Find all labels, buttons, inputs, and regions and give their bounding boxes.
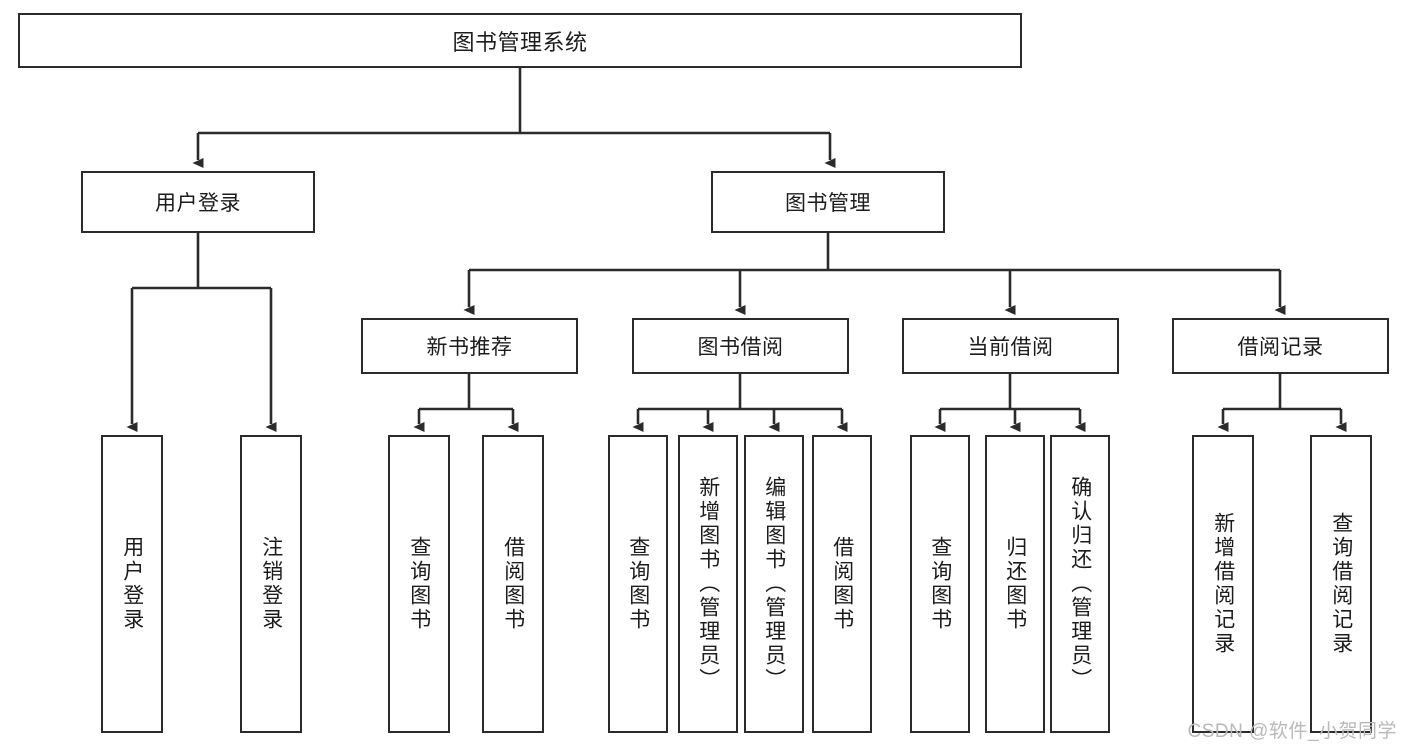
leaf-edit-book-admin[interactable]: 编辑图书（管理员） <box>744 435 804 733</box>
leaf-label: 查询图书 <box>407 536 431 632</box>
leaf-query-book-recommend[interactable]: 查询图书 <box>388 435 450 733</box>
node-label: 新书推荐 <box>426 336 513 359</box>
leaf-label: 编辑图书（管理员） <box>762 476 786 692</box>
leaf-label: 新增图书（管理员） <box>696 476 720 692</box>
leaf-query-book-borrow[interactable]: 查询图书 <box>608 435 668 733</box>
node-new-book-recommend[interactable]: 新书推荐 <box>361 318 578 374</box>
node-book-management[interactable]: 图书管理 <box>711 171 945 233</box>
csdn-watermark: CSDN @软件_小贺同学 <box>1187 721 1397 742</box>
leaf-label: 查询图书 <box>626 536 650 632</box>
leaf-query-borrow-record[interactable]: 查询借阅记录 <box>1310 435 1372 733</box>
leaf-label: 确认归还（管理员） <box>1068 476 1092 692</box>
leaf-label: 查询借阅记录 <box>1329 512 1353 656</box>
node-borrow-record[interactable]: 借阅记录 <box>1172 318 1389 374</box>
node-label: 图书管理 <box>785 192 871 215</box>
leaf-label: 注销登录 <box>259 536 283 632</box>
node-root[interactable]: 图书管理系统 <box>18 13 1022 68</box>
leaf-add-borrow-record[interactable]: 新增借阅记录 <box>1192 435 1254 733</box>
leaf-borrow-book[interactable]: 借阅图书 <box>812 435 872 733</box>
leaf-label: 查询图书 <box>928 536 952 632</box>
leaf-label: 新增借阅记录 <box>1211 512 1235 656</box>
node-book-borrow[interactable]: 图书借阅 <box>632 318 849 374</box>
node-current-borrow[interactable]: 当前借阅 <box>902 318 1119 374</box>
node-label: 借阅记录 <box>1237 336 1324 359</box>
leaf-add-book-admin[interactable]: 新增图书（管理员） <box>678 435 738 733</box>
node-user-login[interactable]: 用户登录 <box>81 171 315 233</box>
leaf-confirm-return-admin[interactable]: 确认归还（管理员） <box>1050 435 1110 733</box>
leaf-label: 归还图书 <box>1003 536 1027 632</box>
node-label: 用户登录 <box>155 192 241 215</box>
leaf-logout-login[interactable]: 注销登录 <box>240 435 302 733</box>
node-label: 当前借阅 <box>967 336 1054 359</box>
node-label: 图书借阅 <box>697 336 784 359</box>
leaf-label: 借阅图书 <box>501 536 525 632</box>
leaf-query-book-current[interactable]: 查询图书 <box>910 435 970 733</box>
leaf-label: 用户登录 <box>120 536 144 632</box>
node-root-label: 图书管理系统 <box>452 29 588 55</box>
leaf-borrow-book-recommend[interactable]: 借阅图书 <box>482 435 544 733</box>
leaf-user-login[interactable]: 用户登录 <box>101 435 163 733</box>
leaf-return-book[interactable]: 归还图书 <box>985 435 1045 733</box>
leaf-label: 借阅图书 <box>830 536 854 632</box>
